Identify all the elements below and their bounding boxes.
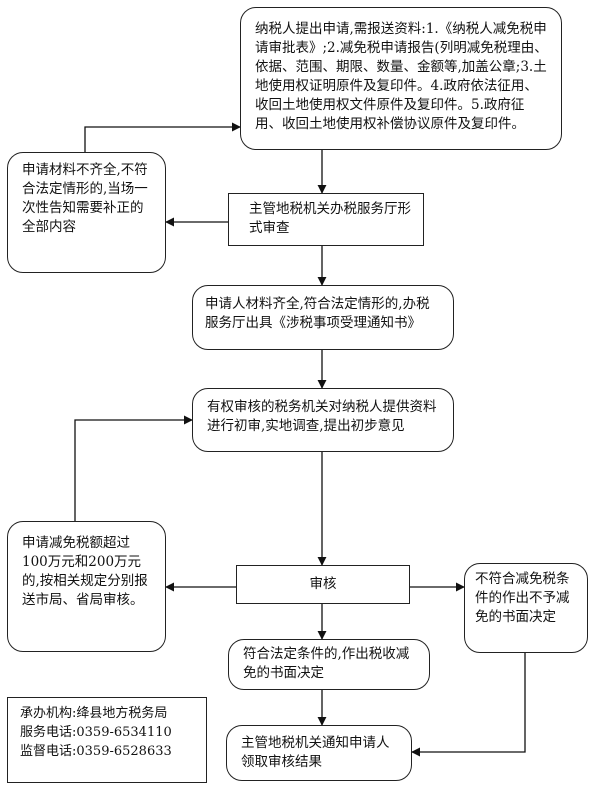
step-preliminary-text: 有权审核的税务机关对纳税人提供资料进行初审,实地调查,提出初步意见: [207, 399, 437, 434]
step-review-text: 审核: [309, 576, 337, 592]
step-preliminary: 有权审核的税务机关对纳税人提供资料进行初审,实地调查,提出初步意见: [192, 388, 454, 452]
step-incomplete-text: 申请材料不齐全,不符合法定情形的,当场一次性告知需要补正的全部内容: [22, 162, 148, 235]
step-apply: 纳税人提出申请,需报送资料:1.《纳税人减免税申请审批表》;2.减免税申请报告(…: [240, 7, 562, 150]
contact-organizer: 承办机构:绛县地方税务局: [20, 706, 168, 721]
step-escalate-text: 申请减免税额超过100万元和200万元的,按相关规定分别报送市局、省局审核。: [22, 535, 148, 608]
step-incomplete: 申请材料不齐全,不符合法定情形的,当场一次性告知需要补正的全部内容: [7, 152, 166, 273]
contact-info: 承办机构:绛县地方税务局 服务电话:0359-6534110 监督电话:0359…: [7, 697, 207, 783]
step-notify: 主管地税机关通知申请人领取审核结果: [226, 725, 412, 781]
step-formal-check-text: 主管地税机关办税服务厅形式审查: [249, 201, 411, 236]
arrow-reject-to-notify: [411, 653, 526, 757]
contact-supervise-phone: 监督电话:0359-6528633: [20, 744, 172, 759]
step-apply-text: 纳税人提出申请,需报送资料:1.《纳税人减免税申请审批表》;2.减免税申请报告(…: [255, 21, 548, 132]
step-accepted-text: 申请人材料齐全,符合法定情形的,办税服务厅出具《涉税事项受理通知书》: [205, 296, 430, 331]
step-approve: 符合法定条件的,作出税收减免的书面决定: [228, 639, 430, 690]
step-review: 审核: [236, 565, 410, 604]
connector-escalate-to-preliminary: [74, 415, 193, 521]
step-formal-check: 主管地税机关办税服务厅形式审查: [228, 193, 424, 246]
contact-service-phone: 服务电话:0359-6534110: [20, 725, 172, 740]
step-accepted: 申请人材料齐全,符合法定情形的,办税服务厅出具《涉税事项受理通知书》: [192, 285, 454, 350]
step-escalate: 申请减免税额超过100万元和200万元的,按相关规定分别报送市局、省局审核。: [7, 521, 166, 652]
step-approve-text: 符合法定条件的,作出税收减免的书面决定: [243, 646, 410, 681]
step-reject-text: 不符合减免税条件的作出不予减免的书面决定: [475, 571, 570, 625]
step-notify-text: 主管地税机关通知申请人领取审核结果: [241, 735, 390, 770]
step-reject: 不符合减免税条件的作出不予减免的书面决定: [464, 563, 588, 653]
arrow-incomplete-back-to-apply: [84, 122, 241, 152]
